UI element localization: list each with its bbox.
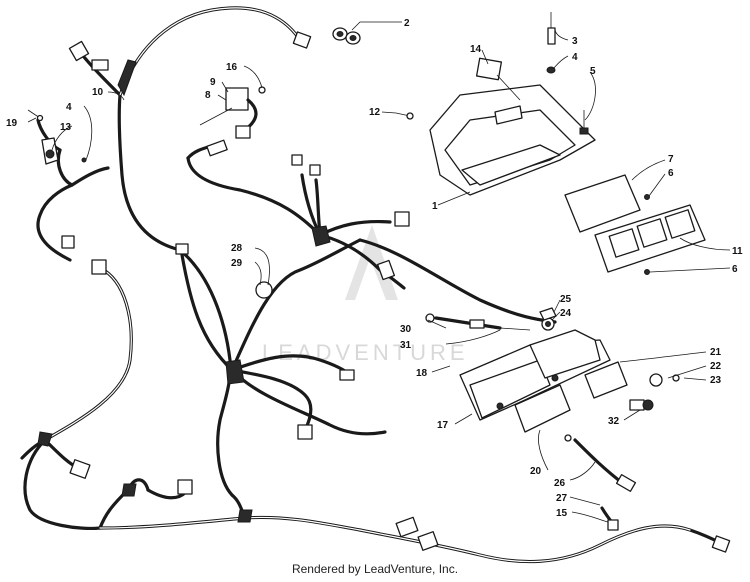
harness-junctions [37,59,331,523]
harness-highlights [44,7,691,563]
connector-plug [394,211,410,227]
callout-labels: 1 2 3 4 5 14 12 7 6 11 6 10 4 13 19 16 9… [6,18,743,519]
callout-3: 3 [572,36,578,47]
sensor-part [27,109,87,165]
watermark-text: LEADVENTURE [262,340,469,365]
lead-26-27 [564,434,637,531]
connector-plug [91,259,107,275]
connector-plug [68,40,90,62]
callout-6: 6 [668,168,674,179]
callout-13: 13 [60,122,72,133]
callout-18: 18 [416,368,428,379]
connector-plug [339,369,355,381]
connector-plug [395,516,419,538]
callout-9: 9 [210,77,216,88]
callout-8: 8 [205,90,211,101]
callout-24: 24 [560,308,572,319]
callout-6b: 6 [732,264,738,275]
connector-plug [61,235,75,249]
footer-credit: Rendered by LeadVenture, Inc. [291,562,459,576]
connector-plug [376,259,396,281]
callout-12: 12 [369,107,381,118]
callout-4: 4 [572,52,578,63]
callout-21: 21 [710,347,722,358]
grommets [332,27,361,45]
connector-plug [711,535,731,553]
callout-29: 29 [231,258,243,269]
callout-23: 23 [710,375,722,386]
callout-14: 14 [470,44,482,55]
callout-22: 22 [710,361,722,372]
callout-26: 26 [554,478,566,489]
connector-plug [177,479,193,495]
connector-plug [206,139,228,157]
clip-24-25 [539,307,557,331]
callout-27: 27 [556,493,568,504]
callout-7: 7 [668,154,674,165]
connector-plug [175,243,189,255]
harness-connectors [61,31,731,553]
callout-4b: 4 [66,102,72,113]
connector-plug [91,59,109,71]
callout-28: 28 [231,243,243,254]
connector-plug [417,531,439,551]
callout-16: 16 [226,62,238,73]
watermark-logo [345,225,398,300]
callout-5: 5 [590,66,596,77]
instrument-bezel [459,329,628,433]
console-housing [429,57,596,196]
lens-panel [564,174,706,275]
callout-25: 25 [560,294,572,305]
callout-10: 10 [92,87,104,98]
cable-30-31 [425,313,531,331]
ring-terminal [255,281,273,299]
callout-2: 2 [404,18,410,29]
connector-plug [69,459,91,479]
connector-plug [297,424,313,440]
connector-plug [309,164,321,176]
callout-31: 31 [400,340,412,351]
screw-12 [395,112,414,120]
callout-11: 11 [732,246,743,257]
callout-19: 19 [6,118,18,129]
relay-assembly [199,86,266,139]
leader-lines [27,21,731,523]
switch-parts [629,373,680,411]
callout-1: 1 [432,201,438,212]
connector-plug [291,154,303,166]
callout-30: 30 [400,324,412,335]
callout-32: 32 [608,416,620,427]
connector-plug [292,31,312,49]
callout-17: 17 [437,420,449,431]
callout-20: 20 [530,466,542,477]
callout-15: 15 [556,508,568,519]
